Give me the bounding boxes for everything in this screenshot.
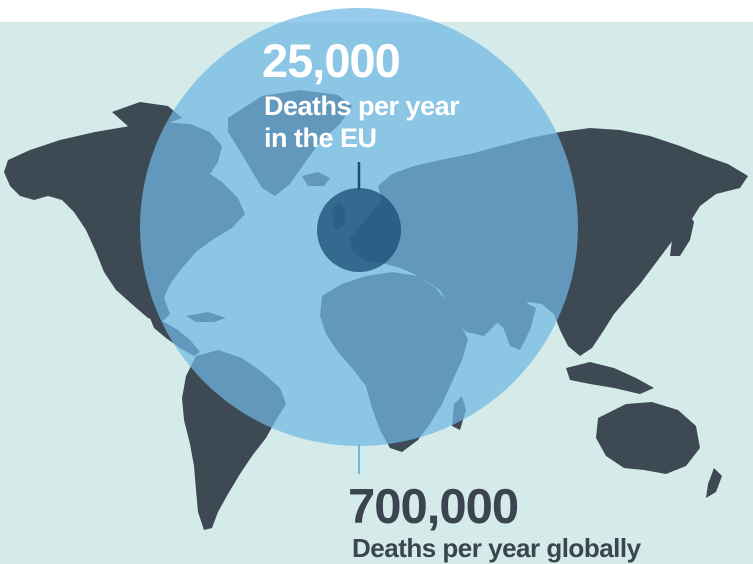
eu-deaths-circle <box>317 188 401 272</box>
global-deaths-label: Deaths per year globally <box>352 533 641 563</box>
eu-label-line-2: in the EU <box>264 122 377 153</box>
australia <box>596 402 700 474</box>
eu-deaths-label: Deaths per year in the EU <box>264 91 460 155</box>
eu-label-line-1: Deaths per year <box>264 91 460 121</box>
eu-deaths-number: 25,000 <box>262 34 401 87</box>
canadian-arctic-islands <box>112 102 182 128</box>
southeast-asia-islands <box>566 362 654 394</box>
global-deaths-number: 700,000 <box>348 480 519 534</box>
japan <box>670 210 694 256</box>
new-zealand <box>706 468 722 498</box>
